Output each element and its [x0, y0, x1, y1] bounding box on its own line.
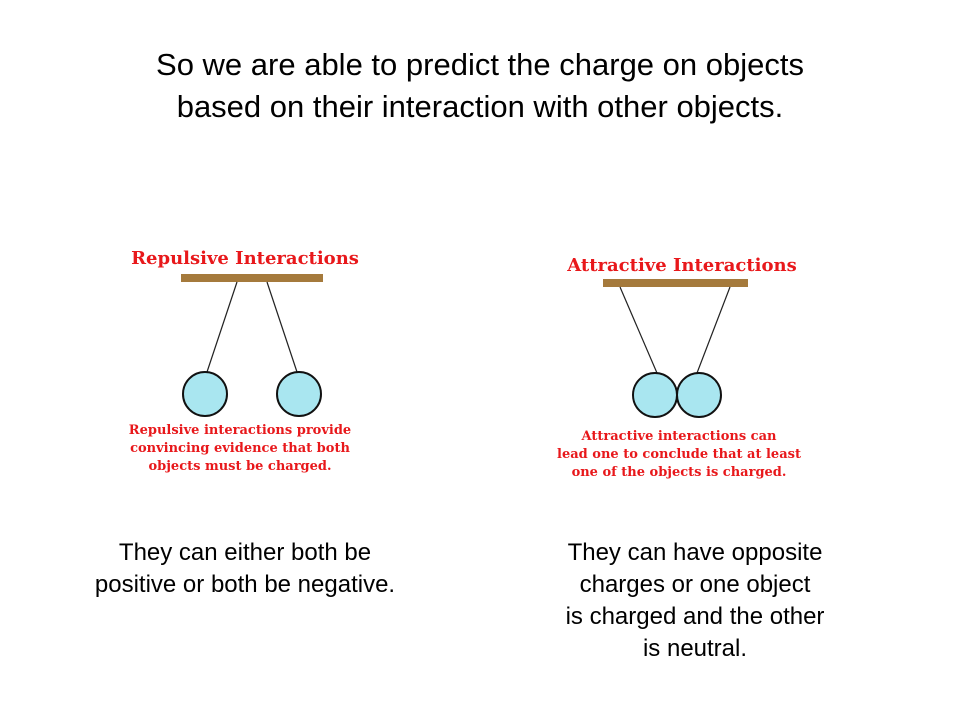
right-explanation-line-1: They can have opposite [567, 539, 823, 566]
attractive-caption-line-1: Attractive interactions can [581, 429, 777, 444]
repulsive-thread-left [206, 281, 238, 373]
right-explanation-line-4: is neutral. [642, 635, 748, 662]
left-explanation-line-2: positive or both be negative. [94, 571, 396, 598]
repulsive-ball-right [276, 371, 322, 417]
repulsive-diagram: Repulsive Interactions Repulsive interac… [115, 232, 375, 492]
left-explanation-line-1: They can either both be [118, 539, 372, 566]
attractive-thread-left [619, 286, 658, 374]
repulsive-caption-line-2: convincing evidence that both [130, 441, 350, 456]
repulsive-caption-line-1: Repulsive interactions provide [129, 423, 351, 438]
attractive-thread-right [696, 286, 731, 374]
slide-title: So we are able to predict the charge on … [40, 44, 920, 128]
attractive-diagram-svg: Attractive Interactions Attractive inter… [557, 255, 801, 480]
repulsive-heading: Repulsive Interactions [131, 248, 359, 269]
attractive-ball-left [632, 372, 678, 418]
repulsive-diagram-svg: Repulsive Interactions Repulsive interac… [129, 248, 359, 474]
repulsive-ball-left [182, 371, 228, 417]
repulsive-support-bar [181, 274, 323, 282]
attractive-diagram: Attractive Interactions Attractive inter… [545, 240, 815, 490]
attractive-ball-right [676, 372, 722, 418]
repulsive-thread-right [266, 281, 298, 373]
attractive-caption-line-3: one of the objects is charged. [572, 465, 787, 480]
right-explanation-line-3: is charged and the other [565, 603, 825, 630]
attractive-heading: Attractive Interactions [566, 255, 796, 276]
repulsive-caption-line-3: objects must be charged. [148, 459, 331, 474]
attractive-caption-line-2: lead one to conclude that at least [557, 447, 801, 462]
slide-title-line-1: So we are able to predict the charge on … [156, 47, 804, 82]
left-explanation: They can either both be positive or both… [40, 537, 450, 601]
attractive-support-bar [603, 279, 748, 287]
slide-title-line-2: based on their interaction with other ob… [176, 89, 784, 124]
right-explanation: They can have opposite charges or one ob… [490, 537, 900, 665]
right-explanation-line-2: charges or one object [579, 571, 811, 598]
